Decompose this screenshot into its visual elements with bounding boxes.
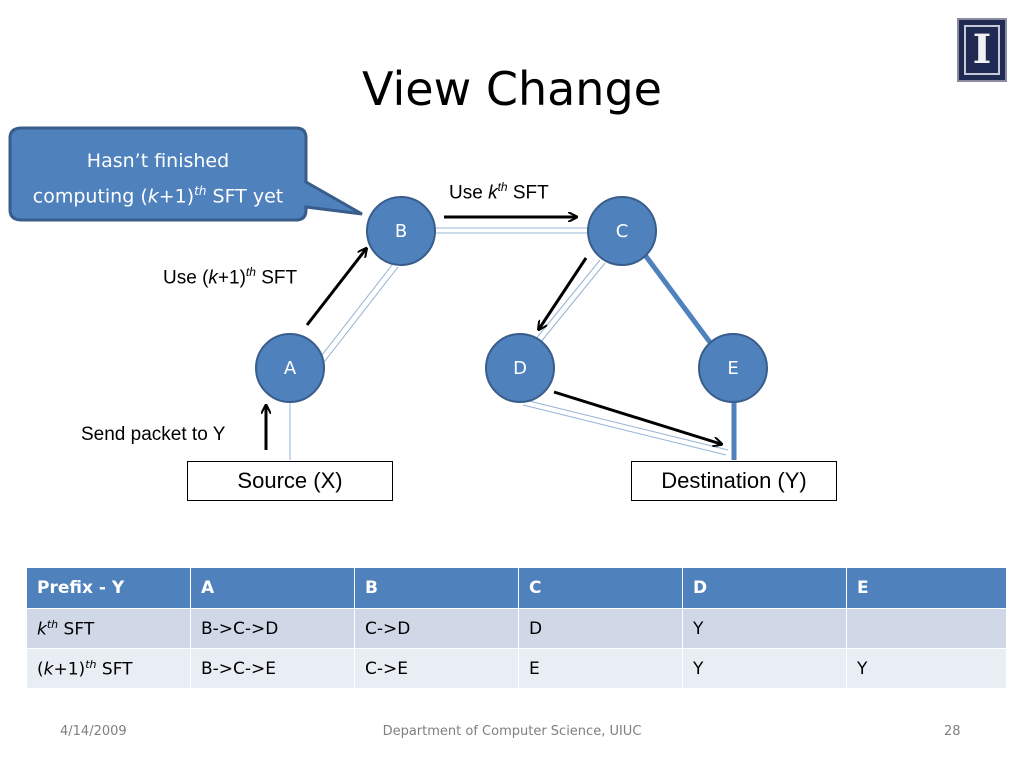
table-cell: Y: [682, 648, 847, 689]
table-cell: D: [518, 608, 683, 649]
node-e-label: E: [727, 357, 739, 379]
footer-department: Department of Computer Science, UIUC: [382, 724, 642, 739]
table-header-cell: C: [518, 567, 683, 609]
table-cell: B->C->D: [190, 608, 355, 649]
table-header-cell: Prefix - Y: [26, 567, 191, 609]
footer-page-number: 28: [944, 724, 961, 739]
edge-c-d: [534, 259, 606, 344]
table-header-cell: D: [682, 567, 847, 609]
node-a-label: A: [283, 357, 297, 379]
node-e-circle: [698, 333, 768, 403]
callout-line1: Hasn’t finished: [86, 150, 230, 172]
table-cell: Y: [846, 648, 1007, 689]
table-header-cell: A: [190, 567, 355, 609]
prefix-table: Prefix - Y A B C D E kth SFT B->C->D C->…: [26, 567, 1007, 689]
use-k1th-label: Use (k+1)th SFT: [163, 265, 298, 289]
table-header-row: Prefix - Y A B C D E: [26, 567, 1007, 609]
slide-title: View Change: [362, 62, 662, 116]
row-label-k1th: (k+1)th SFT: [26, 648, 191, 689]
table-cell: C->D: [354, 608, 519, 649]
send-packet-label: Send packet to Y: [81, 424, 226, 445]
row-label-kth: kth SFT: [26, 608, 191, 649]
table-cell: E: [518, 648, 683, 689]
edge-c-e-thick: [642, 253, 715, 347]
table-cell: [846, 608, 1007, 649]
node-d-circle: [485, 333, 555, 403]
table-row: kth SFT B->C->D C->D D Y: [26, 608, 1007, 649]
edge-d-dest: [522, 399, 729, 456]
node-a-circle: [255, 333, 325, 403]
node-b-circle: [366, 196, 436, 266]
destination-box: Destination (Y): [631, 461, 837, 501]
arrow-a-to-b: [305, 249, 366, 326]
edge-b-c: [436, 227, 588, 234]
callout-line2: computing (k+1)th SFT yet: [32, 184, 284, 208]
table-cell: B->C->E: [190, 648, 355, 689]
arrow-d-to-dest: [553, 390, 721, 444]
table-cell: C->E: [354, 648, 519, 689]
arrow-c-to-d: [539, 257, 588, 329]
university-logo-icon: I: [957, 18, 1007, 82]
footer-date: 4/14/2009: [60, 724, 127, 739]
table-header-cell: E: [846, 567, 1007, 609]
node-c-label: C: [615, 220, 629, 242]
node-d-label: D: [513, 357, 527, 379]
callout-bubble: [8, 126, 363, 222]
node-c-circle: [587, 196, 657, 266]
table-cell: Y: [682, 608, 847, 649]
callout-text: Hasn’t finished computing (k+1)th SFT ye…: [14, 146, 302, 211]
table-header-cell: B: [354, 567, 519, 609]
use-kth-label: Use kth SFT: [449, 180, 549, 204]
node-b-label: B: [394, 220, 408, 242]
table-row: (k+1)th SFT B->C->E C->E E Y Y: [26, 648, 1007, 689]
source-box: Source (X): [187, 461, 393, 501]
